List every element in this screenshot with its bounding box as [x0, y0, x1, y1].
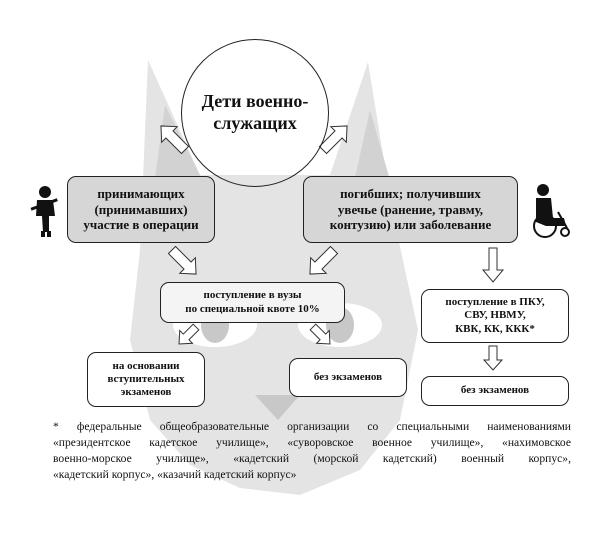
- arrow-cadet-to-no-exams: [482, 345, 504, 371]
- center-line-1: Дети: [201, 91, 242, 112]
- right-category-line-2: увечье (ранение, травму,: [337, 201, 484, 217]
- center-line-3: служащих: [213, 113, 297, 133]
- exam-based-box: на основании вступительных экзаменов: [87, 352, 205, 407]
- arrow-left-to-universities: [167, 245, 197, 275]
- arrow-universities-to-exams: [178, 323, 200, 345]
- admission-cadet-box: поступление в ПКУ, СВУ, НВМУ, КВК, КК, К…: [421, 289, 569, 343]
- arrow-right-to-universities: [309, 245, 339, 275]
- exam-based-line-3: экзаменов: [120, 386, 172, 399]
- left-category-line-2: (принимавших): [94, 201, 188, 217]
- arrow-universities-to-no-exams: [309, 323, 331, 345]
- footnote-line-1: * федеральные общеобразовательные органи…: [53, 420, 571, 433]
- no-exams-cadet-label: без экзаменов: [460, 384, 530, 397]
- arrow-right-to-cadet: [481, 247, 505, 283]
- right-category-line-3: контузию) или заболевание: [329, 217, 492, 233]
- no-exams-universities-box: без экзаменов: [289, 358, 407, 397]
- center-line-2: военно-: [245, 91, 309, 112]
- right-category-line-1: погибших; получивших: [340, 186, 481, 202]
- arrow-center-to-left: [160, 125, 190, 155]
- footnote: * федеральные общеобразовательные органи…: [53, 419, 571, 483]
- no-exams-cadet-box: без экзаменов: [421, 376, 569, 406]
- soldier-icon: [30, 186, 58, 237]
- no-exams-universities-label: без экзаменов: [313, 370, 383, 383]
- footnote-line-4: «кадетский корпус», «казачий кадетский к…: [53, 468, 297, 481]
- right-category-box: погибших; получивших увечье (ранение, тр…: [303, 176, 518, 243]
- admission-universities-line-2: по специальной квоте 10%: [185, 302, 320, 315]
- admission-cadet-line-3: КВК, КК, ККК*: [455, 322, 535, 335]
- admission-universities-line-1: поступление в вузы: [203, 289, 302, 302]
- flow-arrows: [160, 125, 505, 371]
- footnote-line-3: военно-морское училище», «кадетский (мор…: [53, 452, 571, 465]
- admission-universities-box: поступление в вузы по специальной квоте …: [160, 282, 345, 323]
- exam-based-line-1: на основании: [112, 359, 180, 372]
- wheelchair-user-icon: [533, 184, 570, 238]
- admission-cadet-line-1: поступление в ПКУ,: [445, 296, 545, 309]
- left-category-line-3: участие в операции: [83, 217, 199, 233]
- admission-cadet-line-2: СВУ, НВМУ,: [464, 309, 526, 322]
- exam-based-line-2: вступительных: [107, 372, 185, 385]
- footnote-line-2: «президентское кадетское училище», «суво…: [53, 436, 571, 449]
- left-category-box: принимающих (принимавших) участие в опер…: [67, 176, 215, 243]
- center-circle: Дети военно- служащих: [181, 39, 329, 187]
- left-category-line-1: принимающих: [97, 186, 185, 202]
